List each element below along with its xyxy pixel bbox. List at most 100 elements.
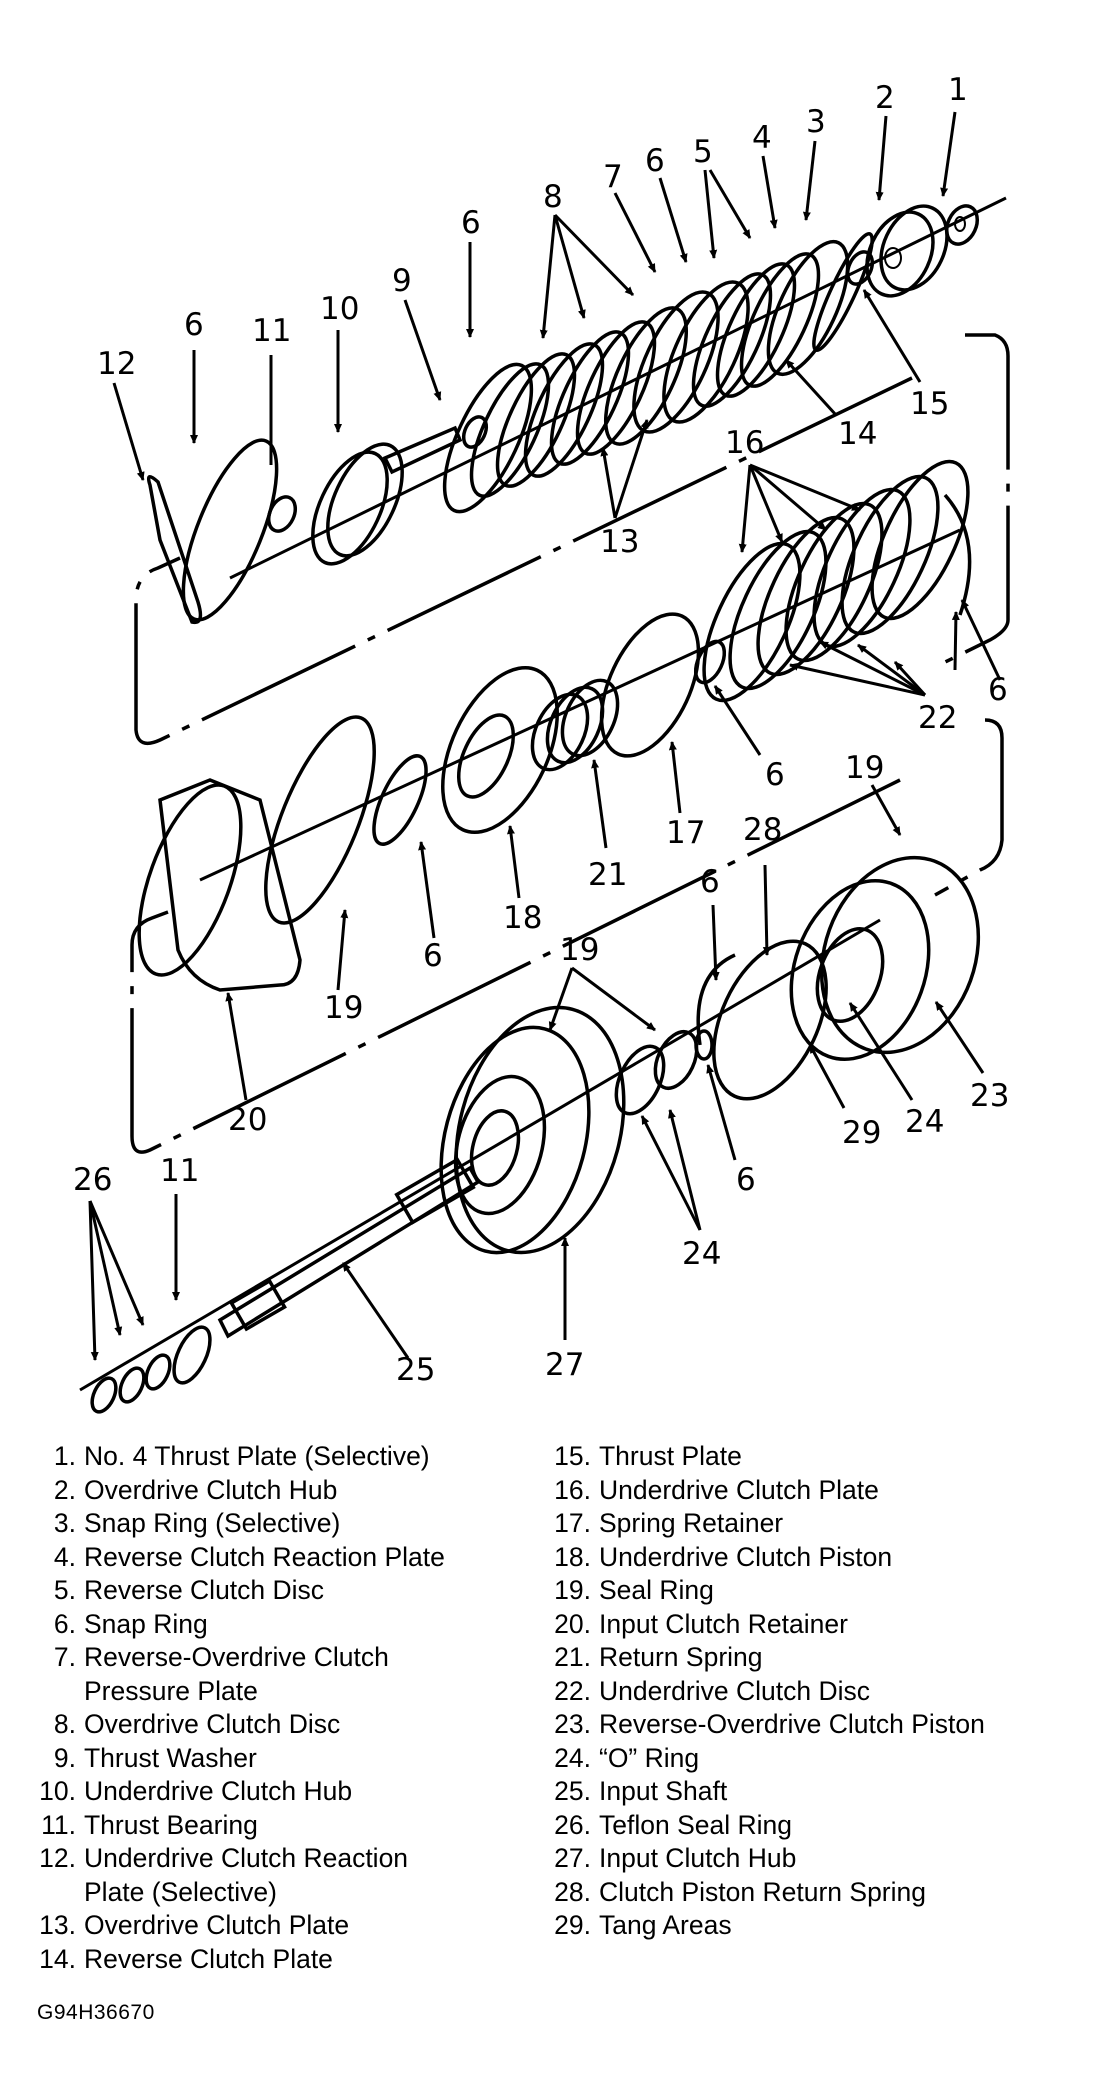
callout-3: 3 xyxy=(806,104,826,140)
callout-19-bottom: 19 xyxy=(560,932,599,968)
legend-item-number: 4. xyxy=(53,1541,76,1572)
legend-item-text: “O” Ring xyxy=(599,1742,700,1773)
part-spring-retainer xyxy=(599,612,701,758)
legend-item: 26.Teflon Seal Ring xyxy=(543,1809,985,1843)
legend-item-text: Overdrive Clutch Plate xyxy=(84,1910,350,1940)
part-reverse-overdrive-piston xyxy=(789,855,981,1062)
legend-item-number: 15. xyxy=(554,1441,591,1471)
legend-item: 12.Underdrive Clutch Reaction xyxy=(28,1842,445,1876)
legend-item-text: Input Clutch Hub xyxy=(599,1843,797,1873)
legend-item-number: 12. xyxy=(39,1843,76,1873)
legend-item: 16. Underdrive Clutch Plate xyxy=(543,1474,985,1508)
callout-1: 1 xyxy=(948,72,968,108)
callout-29: 29 xyxy=(842,1115,881,1151)
legend-item-number: 25. xyxy=(554,1776,591,1806)
legend-item: 6. Snap Ring xyxy=(28,1608,445,1642)
callout-18: 18 xyxy=(503,900,542,936)
legend-item: 5.Reverse Clutch Disc xyxy=(28,1574,445,1608)
callout-12: 12 xyxy=(97,346,136,382)
legend-item: 17.Spring Retainer xyxy=(543,1507,985,1541)
legend-item-text: Reverse Clutch Plate xyxy=(84,1943,333,1974)
callout-11-top: 11 xyxy=(252,313,291,349)
part-thrust-bearing-bottom xyxy=(172,1325,212,1385)
legend-item-text: Reverse Clutch Reaction Plate xyxy=(84,1541,445,1572)
part-snap-ring-mid-left xyxy=(372,754,428,846)
legend-item: 1.No. 4 Thrust Plate (Selective) xyxy=(28,1440,445,1474)
callout-6-bottom: 6 xyxy=(736,1162,756,1198)
part-teflon-ring-c xyxy=(90,1376,118,1414)
callout-11-bottom: 11 xyxy=(160,1153,199,1189)
legend-item-number: 24. xyxy=(554,1742,591,1773)
legend-item-number: 17. xyxy=(554,1508,591,1538)
legend-item: 24. “O” Ring xyxy=(543,1742,985,1776)
top-assembly xyxy=(146,196,1007,625)
legend-item-text: Underdrive Clutch Plate xyxy=(599,1474,879,1505)
legend-item-number: 19. xyxy=(554,1575,591,1605)
legend-item-text: Snap Ring xyxy=(84,1608,208,1639)
callout-20: 20 xyxy=(228,1102,267,1138)
legend-item-text: Thrust Washer xyxy=(84,1742,257,1773)
callout-26: 26 xyxy=(73,1162,112,1198)
legend-item-text: Underdrive Clutch Hub xyxy=(84,1776,353,1806)
legend-item: 2.Overdrive Clutch Hub xyxy=(28,1474,445,1508)
callout-4: 4 xyxy=(752,120,772,156)
legend-item-number: 6. xyxy=(53,1608,76,1639)
legend-item-number: 27. xyxy=(554,1843,591,1873)
assembly-connector-lines xyxy=(130,333,1010,1154)
callout-6-mid-right: 6 xyxy=(988,672,1008,708)
part-clutch-piston-return-spring xyxy=(712,939,828,1101)
legend-item: 13. Overdrive Clutch Plate xyxy=(28,1909,445,1943)
callout-15: 15 xyxy=(910,386,949,422)
legend-item-text: Underdrive Clutch Piston xyxy=(599,1541,893,1572)
legend-item: 7.Reverse-Overdrive Clutch xyxy=(28,1641,445,1675)
legend-item-number: 8. xyxy=(53,1709,76,1739)
callout-19-mid: 19 xyxy=(324,990,363,1026)
part-o-ring-b xyxy=(614,1044,666,1116)
callout-6-top-c: 6 xyxy=(184,307,204,343)
callout-2: 2 xyxy=(875,80,895,116)
callout-24-right: 24 xyxy=(905,1104,944,1140)
callout-17: 17 xyxy=(666,815,705,851)
callout-6-top-a: 6 xyxy=(645,143,665,179)
legend-item-text: Thrust Bearing xyxy=(84,1809,258,1840)
part-input-clutch-hub xyxy=(439,1005,626,1255)
legend-item-continuation: Pressure Plate xyxy=(84,1675,258,1706)
callout-6-top-b: 6 xyxy=(461,205,481,241)
callout-9: 9 xyxy=(392,263,412,299)
legend-item-text: Reverse-Overdrive Clutch xyxy=(84,1642,389,1672)
legend-item-text: Underdrive Clutch Disc xyxy=(599,1675,870,1706)
legend-column-2: 15. Thrust Plate 16. Underdrive Clutch Plat… xyxy=(543,1440,985,1943)
legend-item-number: 16. xyxy=(554,1474,591,1505)
legend-item: 3.Snap Ring (Selective) xyxy=(28,1507,445,1541)
legend-item-text: Snap Ring (Selective) xyxy=(84,1508,341,1538)
legend-item-text: Tang Areas xyxy=(599,1910,732,1940)
clutch-plates-top xyxy=(442,232,874,514)
legend-item: 11.Thrust Bearing xyxy=(28,1809,445,1843)
part-snap-ring-bottom xyxy=(696,953,736,1046)
callout-21: 21 xyxy=(588,857,627,893)
leader-lines xyxy=(88,111,1002,1361)
part-seal-ring-mid xyxy=(264,715,376,925)
callout-8: 8 xyxy=(543,179,563,215)
callout-labels: 1 2 3 4 5 6 7 8 6 9 10 11 6 12 15 14 16 … xyxy=(73,72,1009,1388)
part-teflon-ring-a xyxy=(144,1353,172,1391)
part-return-spring xyxy=(530,678,620,772)
part-thrust-plate xyxy=(845,250,875,286)
legend-item-number: 22. xyxy=(554,1675,591,1706)
legend-item-text: Thrust Plate xyxy=(599,1441,742,1471)
legend-item-text: Reverse Clutch Disc xyxy=(84,1575,325,1605)
legend-item-number: 13. xyxy=(39,1910,76,1940)
legend-item-continuation: Plate (Selective) xyxy=(84,1876,277,1907)
legend-item: 15. Thrust Plate xyxy=(543,1440,985,1474)
part-input-shaft xyxy=(217,1157,481,1339)
legend-item-text: Seal Ring xyxy=(599,1575,714,1605)
legend-item: 22. Underdrive Clutch Disc xyxy=(543,1675,985,1709)
legend-item-text: Input Shaft xyxy=(599,1776,728,1806)
callout-5: 5 xyxy=(693,134,713,170)
callout-13: 13 xyxy=(600,524,639,560)
legend-item-text: Clutch Piston Return Spring xyxy=(599,1876,926,1907)
legend-item: 27. Input Clutch Hub xyxy=(543,1842,985,1876)
figure-code: G94H36670 xyxy=(37,2001,155,2024)
callout-27: 27 xyxy=(545,1347,584,1383)
callout-6-mid-left: 6 xyxy=(423,938,443,974)
